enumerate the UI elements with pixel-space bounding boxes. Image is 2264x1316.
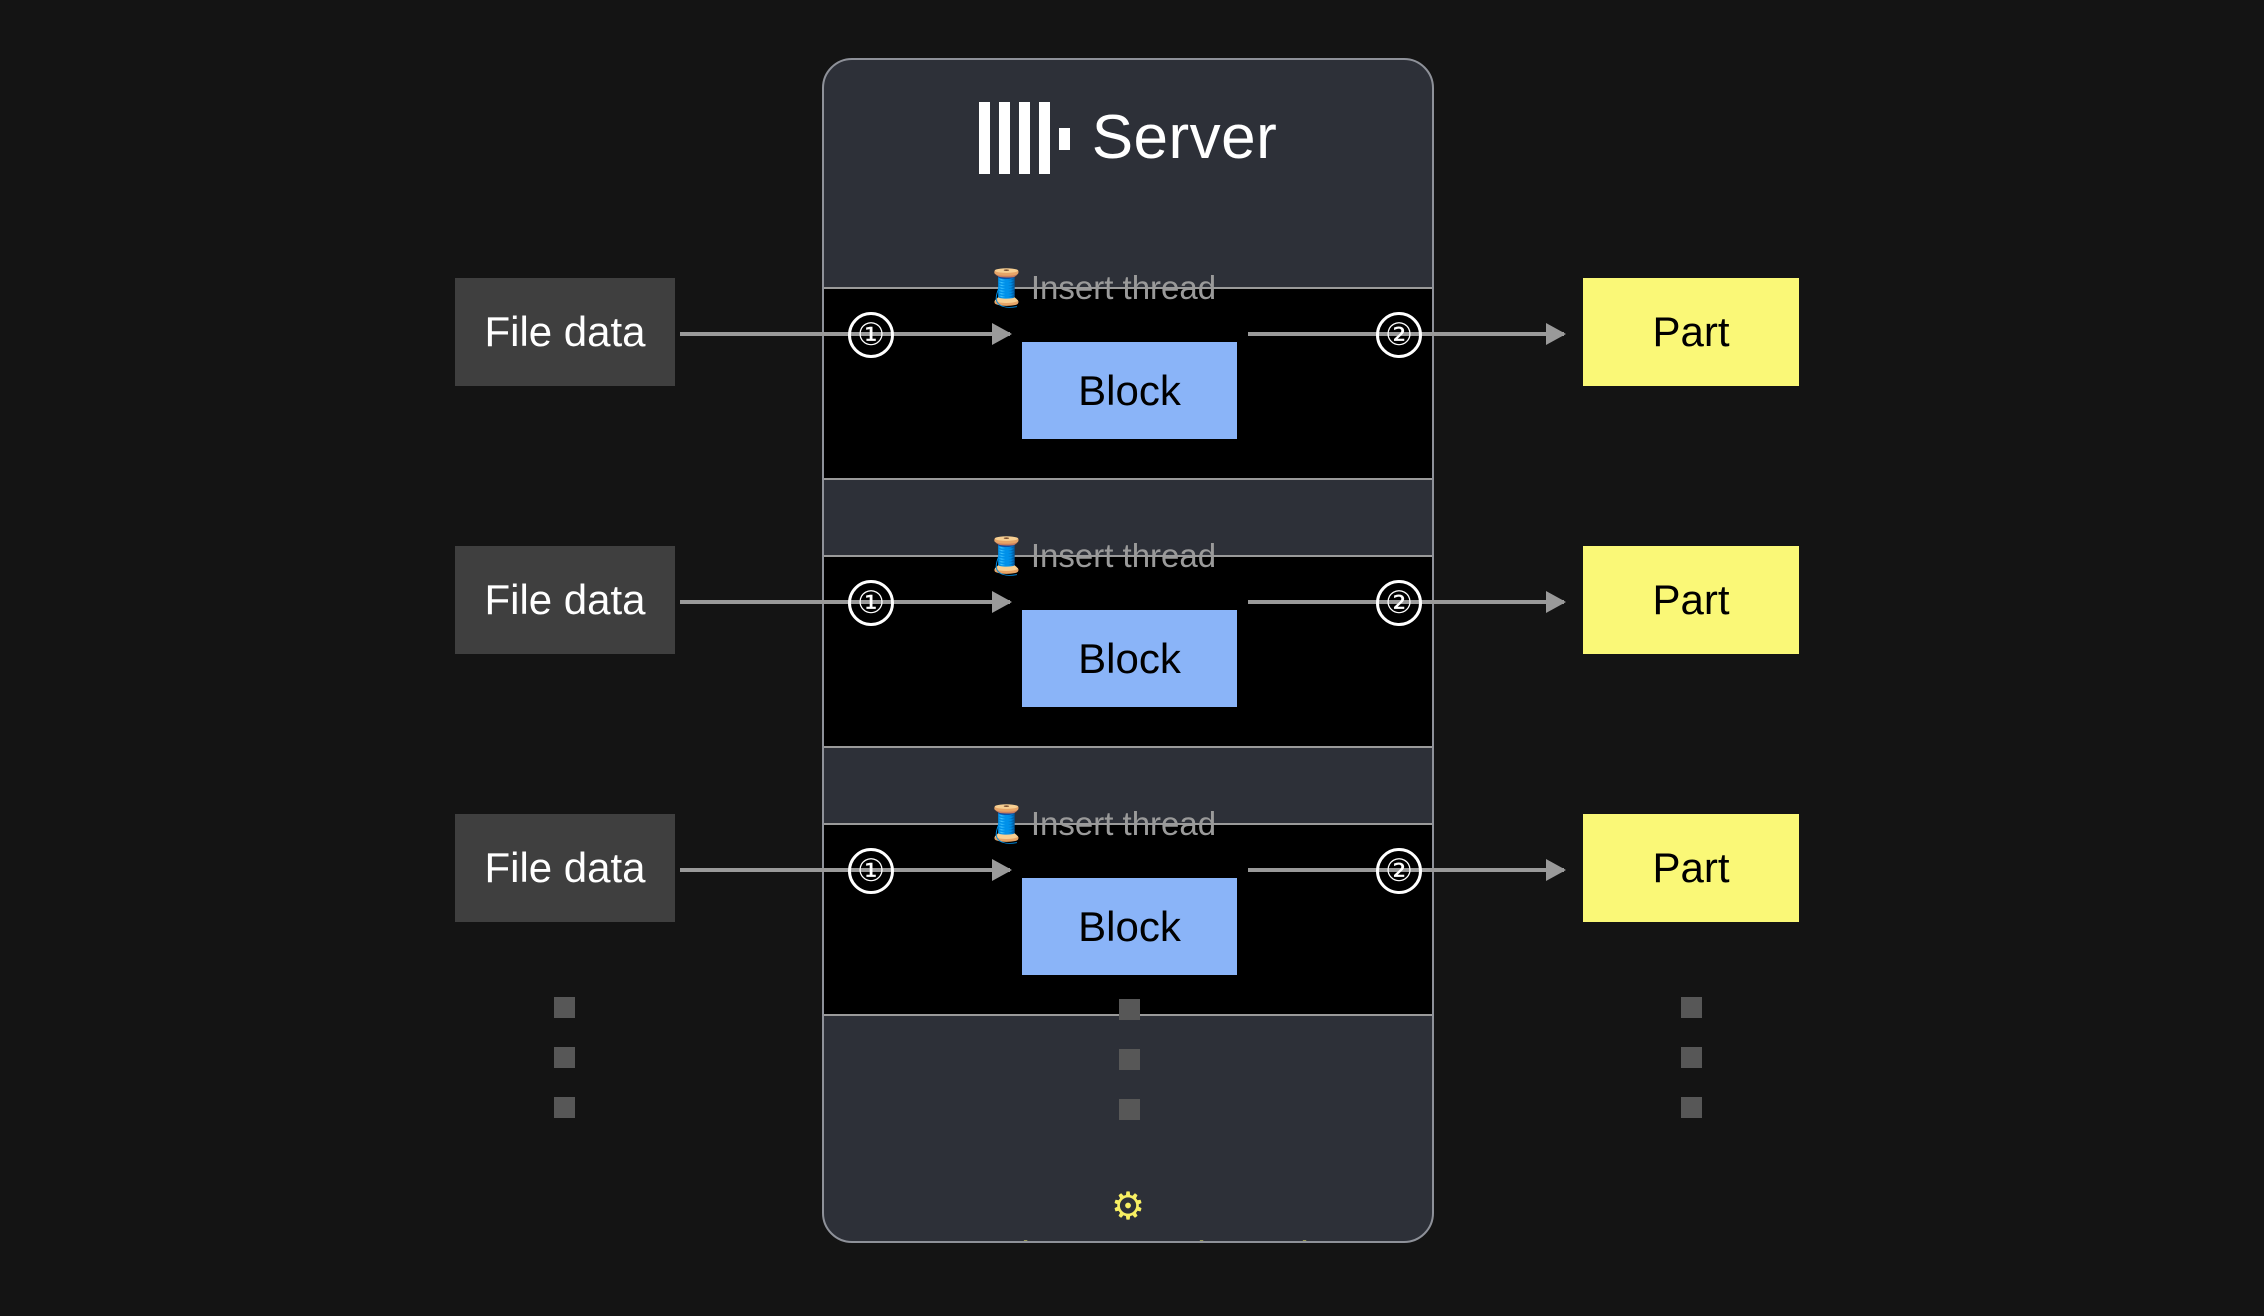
- logo-bar: [1038, 101, 1050, 174]
- step-marker-1: ①: [848, 580, 894, 626]
- gear-icon: ⚙: [1110, 1186, 1146, 1228]
- arrow-file-to-block: [680, 591, 1012, 613]
- arrow-file-to-block: [680, 859, 1012, 881]
- ellipsis-dots-left: [554, 997, 575, 1118]
- logo-dot: [1058, 127, 1070, 150]
- ellipsis-dot: [1681, 1097, 1702, 1118]
- block-label: Block: [1078, 366, 1181, 414]
- ellipsis-dot: [554, 997, 575, 1018]
- ellipsis-dot: [1119, 999, 1140, 1020]
- insert-thread-label: 🧵 Insert thread: [984, 268, 1216, 308]
- logo-bar: [1018, 101, 1030, 174]
- insert-thread-text: Insert thread: [1030, 269, 1217, 306]
- insert-thread-text: Insert thread: [1030, 805, 1217, 842]
- file-data-label: File data: [484, 844, 646, 891]
- step-marker-1: ①: [848, 848, 894, 894]
- ellipsis-dot: [1681, 1047, 1702, 1068]
- ellipsis-dots-middle: [1119, 999, 1140, 1120]
- insert-thread-label: 🧵 Insert thread: [984, 804, 1216, 844]
- setting-block: ⚙ max_insert_threads: [824, 1185, 1432, 1241]
- insert-thread-label: 🧵 Insert thread: [984, 536, 1216, 576]
- part-box: Part: [1583, 546, 1799, 654]
- part-box: Part: [1583, 814, 1799, 922]
- file-data-box: File data: [455, 814, 675, 922]
- file-data-label: File data: [484, 576, 646, 623]
- server-panel: Server ① ② 🧵 Insert thread Block ① ② 🧵 I…: [822, 58, 1434, 1243]
- part-box: Part: [1583, 278, 1799, 386]
- logo-bar: [998, 101, 1010, 174]
- ellipsis-dot: [1681, 997, 1702, 1018]
- block-label: Block: [1078, 634, 1181, 682]
- ellipsis-dots-right: [1681, 997, 1702, 1118]
- part-label: Part: [1652, 576, 1730, 623]
- thread-spool-icon: 🧵: [984, 267, 1029, 308]
- thread-spool-icon: 🧵: [984, 535, 1029, 576]
- thread-spool-icon: 🧵: [984, 803, 1029, 844]
- block-box: Block: [1022, 878, 1237, 975]
- server-title: Server: [1091, 102, 1278, 172]
- file-data-box: File data: [455, 278, 675, 386]
- ellipsis-dot: [554, 1097, 575, 1118]
- block-box: Block: [1022, 342, 1237, 439]
- ellipsis-dot: [1119, 1099, 1140, 1120]
- block-box: Block: [1022, 610, 1237, 707]
- arrow-file-to-block: [680, 323, 1012, 345]
- server-header: Server: [824, 60, 1432, 215]
- block-label: Block: [1078, 902, 1181, 950]
- file-data-label: File data: [484, 308, 646, 355]
- step-marker-2: ②: [1376, 312, 1422, 358]
- file-data-box: File data: [455, 546, 675, 654]
- step-marker-2: ②: [1376, 848, 1422, 894]
- step-marker-1: ①: [848, 312, 894, 358]
- step-marker-2: ②: [1376, 580, 1422, 626]
- clickhouse-logo-icon: [978, 101, 1070, 174]
- part-label: Part: [1652, 308, 1730, 355]
- insert-thread-text: Insert thread: [1030, 537, 1217, 574]
- ellipsis-dot: [554, 1047, 575, 1068]
- part-label: Part: [1652, 844, 1730, 891]
- logo-bar: [978, 101, 990, 174]
- setting-name-label: max_insert_threads: [923, 1235, 1333, 1241]
- ellipsis-dot: [1119, 1049, 1140, 1070]
